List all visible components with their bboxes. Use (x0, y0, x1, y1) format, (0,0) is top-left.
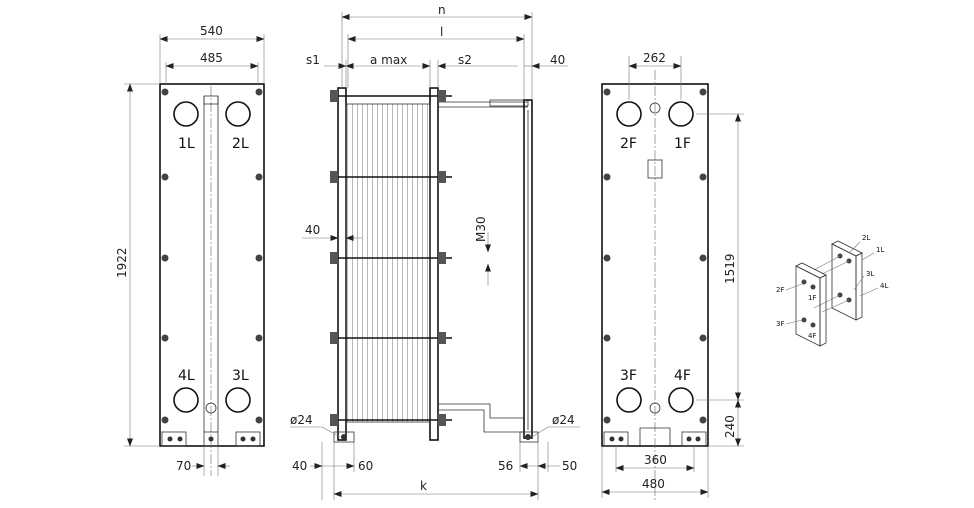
side-view: n l s1 a max s2 40 40 M30 ø24 ø24 (290, 3, 580, 500)
dim-240: 240 (723, 415, 737, 438)
dim-1519: 1519 (723, 253, 737, 284)
dim-70: 70 (176, 459, 191, 473)
port-2l (225, 101, 251, 127)
rear-bolts (603, 88, 707, 424)
dim-k: k (420, 479, 427, 493)
dim-m30: M30 (474, 216, 488, 242)
dim-40-bottom: 40 (292, 459, 307, 473)
dim-262: 262 (643, 51, 666, 65)
dim-s1: s1 (306, 53, 320, 67)
dim-60: 60 (358, 459, 373, 473)
dim-360: 360 (644, 453, 667, 467)
dim-540: 540 (200, 24, 223, 38)
label-3f: 3F (620, 368, 637, 384)
label-2f: 2F (620, 136, 637, 152)
dim-1922: 1922 (115, 247, 129, 278)
dim-485: 485 (200, 51, 223, 65)
iso-label-3f: 3F (776, 320, 784, 328)
dim-d24-right: ø24 (552, 413, 575, 427)
dim-40-left: 40 (305, 223, 320, 237)
dim-56: 56 (498, 459, 513, 473)
port-2f (616, 101, 642, 127)
tightening-bolts (330, 90, 452, 426)
iso-label-4l: 4L (880, 282, 888, 290)
dim-40-top: 40 (550, 53, 565, 67)
label-4f: 4F (674, 368, 691, 384)
plate-pack (345, 103, 431, 423)
label-3l: 3L (232, 368, 249, 384)
port-4l (173, 387, 199, 413)
dim-amax: a max (370, 53, 407, 67)
iso-label-1f: 1F (808, 294, 816, 302)
dim-d24-left: ø24 (290, 413, 313, 427)
iso-view: 2L 1L 3L 4L 2F 1F 3F 4F (776, 234, 888, 347)
front-view: 1L 2L 4L 3L 540 485 1922 70 (115, 24, 265, 476)
dim-480: 480 (642, 477, 665, 491)
iso-label-1l: 1L (876, 246, 884, 254)
port-3f (616, 387, 642, 413)
front-bolts (161, 88, 263, 424)
label-4l: 4L (178, 368, 195, 384)
port-1f (668, 101, 694, 127)
dim-n: n (438, 3, 446, 17)
port-4f (668, 387, 694, 413)
iso-label-2f: 2F (776, 286, 784, 294)
port-3l (225, 387, 251, 413)
dim-50: 50 (562, 459, 577, 473)
iso-label-3l: 3L (866, 270, 874, 278)
label-1f: 1F (674, 136, 691, 152)
dim-s2: s2 (458, 53, 472, 67)
label-2l: 2L (232, 136, 249, 152)
port-1l (173, 101, 199, 127)
iso-label-2l: 2L (862, 234, 870, 242)
rear-view: 2F 1F 3F 4F 262 1519 240 360 (601, 51, 744, 500)
label-1l: 1L (178, 136, 195, 152)
iso-label-4f: 4F (808, 332, 816, 340)
dim-l: l (440, 25, 443, 39)
